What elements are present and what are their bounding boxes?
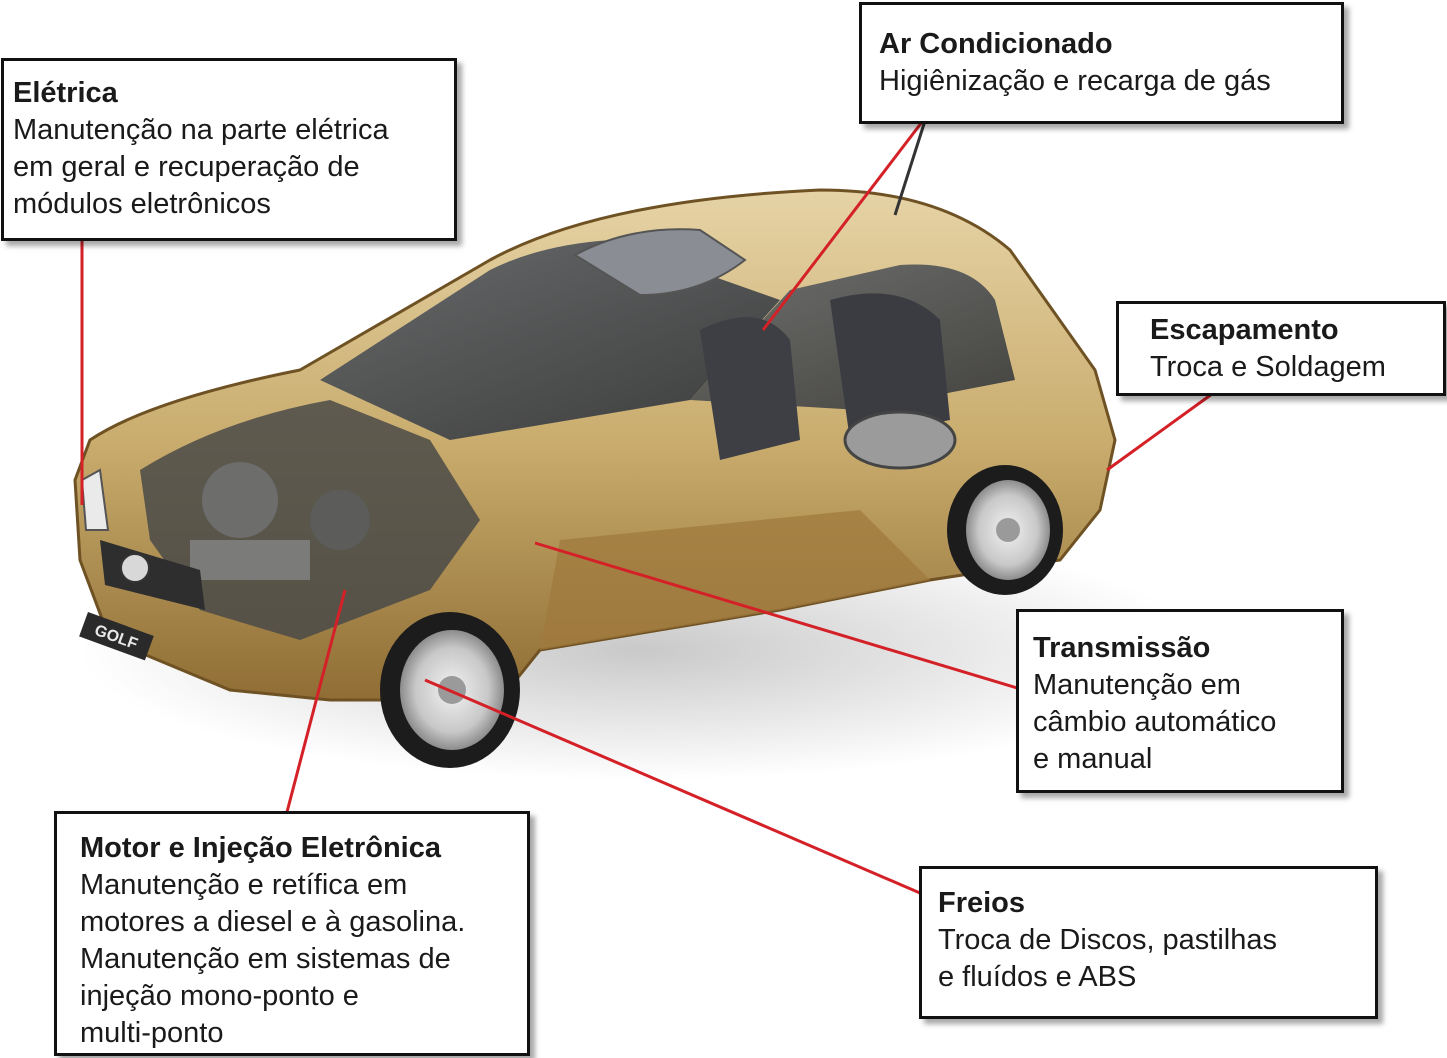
- callout-line: Troca de Discos, pastilhas: [938, 924, 1278, 956]
- callout-motor-body: Manutenção e retífica em motores a diese…: [80, 867, 527, 1052]
- callout-line: Troca e Soldagem: [1150, 351, 1386, 383]
- leader-line-transmissao: [534, 541, 1018, 690]
- callout-escapamento: Escapamento Troca e Soldagem: [1116, 301, 1446, 396]
- leader-line-ar: [761, 121, 924, 331]
- spare-tire: [843, 410, 957, 470]
- callout-transmissao-body: Manutenção em câmbio automático e manual: [1033, 667, 1341, 778]
- callout-ar-condicionado: Ar Condicionado Higiênização e recarga d…: [859, 2, 1344, 124]
- leader-line-motor: [285, 589, 347, 813]
- car-sunroof: [573, 228, 747, 297]
- leader-line-freios: [424, 678, 921, 895]
- callout-line: e manual: [1033, 743, 1153, 775]
- callout-escapamento-title: Escapamento: [1150, 314, 1339, 346]
- callout-ar-body: Higiênização e recarga de gás: [879, 63, 1341, 100]
- callout-ar-title: Ar Condicionado: [879, 28, 1113, 60]
- callout-freios-title: Freios: [938, 887, 1026, 919]
- callout-line: e fluídos e ABS: [938, 961, 1137, 993]
- callout-line: Manutenção na parte elétrica: [13, 114, 389, 146]
- car-seat: [700, 317, 800, 460]
- callout-line: Manutenção em sistemas de: [80, 943, 451, 975]
- callout-line: Manutenção em: [1033, 669, 1241, 701]
- car-side-panel: [540, 510, 930, 650]
- car-rear-seat: [830, 293, 950, 440]
- leader-line-escapamento: [1106, 392, 1213, 472]
- callout-eletrica-title: Elétrica: [13, 77, 118, 109]
- callout-escapamento-body: Troca e Soldagem: [1150, 349, 1443, 386]
- callout-transmissao: Transmissão Manutenção em câmbio automát…: [1016, 609, 1344, 793]
- callout-line: câmbio automático: [1033, 706, 1277, 738]
- callout-motor-title: Motor e Injeção Eletrônica: [80, 832, 441, 864]
- leader-lines: [80, 121, 1213, 895]
- car-headlight: [80, 468, 110, 531]
- callout-transmissao-title: Transmissão: [1033, 632, 1211, 664]
- callout-line: em geral e recuperação de: [13, 151, 360, 183]
- callout-line: motores a diesel e à gasolina.: [80, 906, 466, 938]
- callout-freios-body: Troca de Discos, pastilhas e fluídos e A…: [938, 922, 1375, 996]
- callout-line: módulos eletrônicos: [13, 188, 271, 220]
- callout-freios: Freios Troca de Discos, pastilhas e fluí…: [919, 866, 1378, 1019]
- callout-motor: Motor e Injeção Eletrônica Manutenção e …: [54, 811, 530, 1056]
- callout-eletrica: Elétrica Manutenção na parte elétrica em…: [1, 58, 457, 241]
- rear-wheel: [947, 465, 1063, 595]
- callout-line: multi-ponto: [80, 1017, 224, 1049]
- callout-line: injeção mono-ponto e: [80, 980, 359, 1012]
- callout-eletrica-body: Manutenção na parte elétrica em geral e …: [13, 112, 454, 223]
- callout-line: Manutenção e retífica em: [80, 869, 408, 901]
- vw-logo: [120, 553, 150, 583]
- callout-line: Higiênização e recarga de gás: [879, 65, 1271, 97]
